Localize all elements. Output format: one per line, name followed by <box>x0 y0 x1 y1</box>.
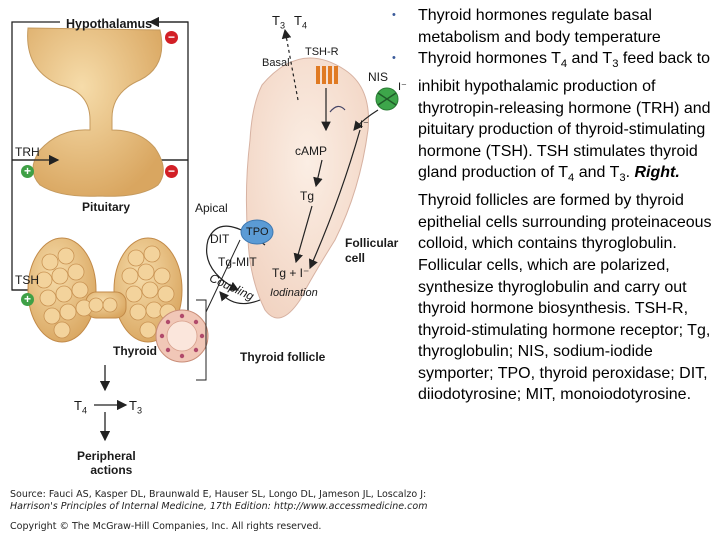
tsh-r-label: TSH-R <box>305 46 339 58</box>
camp-label: cAMP <box>295 144 328 158</box>
tg-mit-label: Tg-MIT <box>218 255 257 269</box>
bullet-text: Thyroid hormones regulate basal metaboli… <box>418 7 661 46</box>
iodide-outside-label: I⁻ <box>398 81 407 93</box>
inhibit-sign-hypothalamus: − <box>165 31 178 44</box>
top-t4-label: T4 <box>294 13 308 31</box>
bullet-marker: • <box>392 52 396 65</box>
tg-plus-iodide-label: Tg + I⁻ <box>272 266 310 280</box>
bullet-item: • Thyroid hormones regulate basal metabo… <box>392 5 717 48</box>
tpo-label: TPO <box>246 226 269 238</box>
t4-output-label: T4 <box>74 398 88 416</box>
hypothalamus-label: Hypothalamus <box>66 17 153 31</box>
thyroid-follicle-image <box>155 309 209 363</box>
basal-label: Basal <box>262 57 290 69</box>
pituitary-label: Pituitary <box>82 200 131 214</box>
trh-label: TRH <box>15 145 40 159</box>
thyroid-follicle-label: Thyroid follicle <box>240 350 326 364</box>
dit-label: DIT <box>210 232 230 246</box>
tpo-enzyme-shape <box>240 219 274 245</box>
bullet-list: • Thyroid hormones regulate basal metabo… <box>392 5 717 406</box>
copyright-notice: Copyright © The McGraw-Hill Companies, I… <box>10 521 322 532</box>
tsh-label: TSH <box>15 273 39 287</box>
hypothalamus-pituitary-shape <box>27 27 164 197</box>
thyroid-diagram <box>11 16 399 442</box>
thyroid-label: Thyroid <box>113 344 157 358</box>
inhibit-sign-pituitary: − <box>165 165 178 178</box>
tg-label: Tg <box>300 189 315 203</box>
source-line-1: Source: Fauci AS, Kasper DL, Braunwald E… <box>10 489 427 500</box>
nis-label: NIS <box>368 70 389 84</box>
stimulate-sign-tsh: + <box>21 293 34 306</box>
apical-label: Apical <box>195 201 228 215</box>
nis-symporter-shape <box>375 87 399 111</box>
bullet-item: • Thyroid hormones T4 and T3 feed back t… <box>392 48 717 406</box>
iodination-label: Iodination <box>270 287 318 299</box>
source-citation: Source: Fauci AS, Kasper DL, Braunwald E… <box>10 489 427 513</box>
tsh-receptor-shape <box>316 66 338 84</box>
bullet-marker: • <box>392 9 396 21</box>
source-line-2: Harrison's Principles of Internal Medici… <box>10 501 428 512</box>
stimulate-sign-trh: + <box>21 165 34 178</box>
t3-output-label: T3 <box>129 398 143 416</box>
iodide-inside-label: I⁻ <box>360 119 369 131</box>
follicular-cell-shape <box>245 57 370 319</box>
bullet-text: Thyroid hormones T4 and T3 feed back to … <box>418 50 712 404</box>
top-t3-label: T3 <box>272 13 286 31</box>
